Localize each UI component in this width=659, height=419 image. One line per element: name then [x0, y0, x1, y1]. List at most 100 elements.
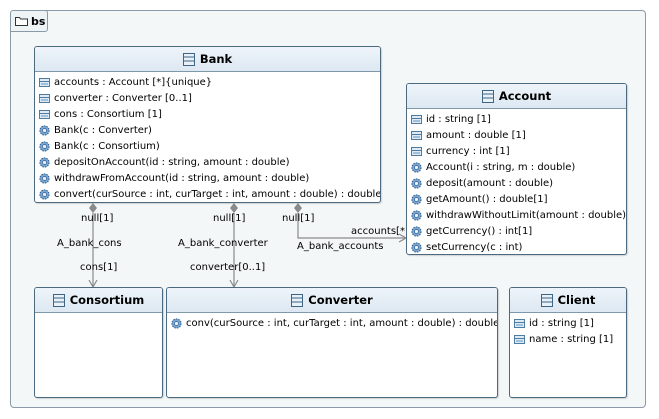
class-account[interactable]: Account id : string [1] amount : double …: [406, 83, 627, 255]
class-client-name: Client: [557, 293, 596, 307]
member-text: Bank(c : Consortium): [54, 140, 160, 152]
member-row[interactable]: Bank(c : Converter): [39, 122, 376, 138]
operation-icon: [39, 156, 50, 168]
member-row[interactable]: deposit(amount : double): [411, 175, 622, 191]
member-text: currency : int [1]: [426, 145, 510, 157]
operation-icon: [411, 177, 422, 189]
member-text: Bank(c : Converter): [54, 124, 152, 136]
member-text: getCurrency() : int[1]: [426, 225, 533, 237]
assoc-bank-accounts-name[interactable]: A_bank_accounts: [297, 241, 384, 252]
property-icon: [411, 146, 422, 157]
member-text: getAmount() : double[1]: [426, 193, 548, 205]
assoc-bank-cons-target-mult: cons[1]: [80, 262, 118, 273]
package-folder-icon: [15, 17, 28, 26]
member-text: id : string [1]: [426, 113, 491, 125]
property-icon: [39, 77, 50, 88]
class-icon: [52, 293, 65, 307]
operation-icon: [39, 188, 50, 200]
class-account-members: id : string [1] amount : double [1] curr…: [407, 109, 626, 254]
class-client-members: id : string [1] name : string [1]: [510, 313, 626, 349]
member-text: withdrawFromAccount(id : string, amount …: [54, 172, 310, 184]
property-icon: [39, 109, 50, 120]
property-icon: [411, 130, 422, 141]
class-consortium-name: Consortium: [69, 293, 145, 307]
class-converter[interactable]: Converter conv(curSource : int, curTarge…: [166, 287, 498, 398]
property-icon: [514, 334, 525, 345]
class-icon: [540, 293, 553, 307]
class-bank-header: Bank: [35, 47, 380, 72]
member-row[interactable]: withdrawFromAccount(id : string, amount …: [39, 170, 376, 186]
operation-icon: [411, 241, 422, 253]
member-text: convert(curSource : int, curTarget : int…: [54, 188, 381, 200]
operation-icon: [39, 172, 50, 184]
composition-diamond-bank-converter: [230, 203, 238, 213]
member-row[interactable]: Account(i : string, m : double): [411, 159, 622, 175]
composition-diamond-bank-cons: [89, 203, 97, 213]
member-text: cons : Consortium [1]: [54, 108, 162, 120]
member-row[interactable]: setCurrency(c : int): [411, 239, 622, 254]
operation-icon: [411, 161, 422, 173]
member-row[interactable]: id : string [1]: [514, 315, 622, 331]
assoc-bank-accounts-target-mult: accounts[*]: [351, 226, 409, 237]
class-consortium[interactable]: Consortium: [34, 287, 163, 398]
member-row[interactable]: withdrawWithoutLimit(amount : double): [411, 207, 626, 223]
property-icon: [39, 93, 50, 104]
member-text: withdrawWithoutLimit(amount : double): [426, 209, 627, 221]
class-converter-members: conv(curSource : int, curTarget : int, a…: [167, 313, 497, 333]
operation-icon: [411, 225, 422, 237]
member-row[interactable]: conv(curSource : int, curTarget : int, a…: [171, 315, 497, 331]
member-text: amount : double [1]: [426, 129, 526, 141]
member-row[interactable]: currency : int [1]: [411, 143, 622, 159]
member-text: accounts : Account [*]{unique}: [54, 76, 213, 88]
member-row[interactable]: amount : double [1]: [411, 127, 622, 143]
operation-icon: [411, 209, 422, 221]
class-client-header: Client: [510, 288, 626, 313]
member-row[interactable]: id : string [1]: [411, 111, 622, 127]
member-row[interactable]: converter : Converter [0..1]: [39, 90, 376, 106]
class-icon: [182, 52, 195, 66]
operation-icon: [39, 124, 50, 136]
member-row[interactable]: getCurrency() : int[1]: [411, 223, 622, 239]
operation-icon: [171, 317, 182, 329]
member-row[interactable]: accounts : Account [*]{unique}: [39, 74, 376, 90]
class-client[interactable]: Client id : string [1] name : string [1]: [509, 287, 627, 398]
class-converter-name: Converter: [308, 293, 373, 307]
assoc-bank-accounts-source-mult: null[1]: [282, 213, 315, 224]
package-tab[interactable]: bs: [10, 10, 48, 32]
member-text: depositOnAccount(id : string, amount : d…: [54, 156, 290, 168]
member-row[interactable]: getAmount() : double[1]: [411, 191, 622, 207]
class-converter-header: Converter: [167, 288, 497, 313]
class-consortium-header: Consortium: [35, 288, 162, 313]
member-text: converter : Converter [0..1]: [54, 92, 192, 104]
assoc-bank-cons-source-mult: null[1]: [81, 213, 114, 224]
member-row[interactable]: depositOnAccount(id : string, amount : d…: [39, 154, 376, 170]
member-text: conv(curSource : int, curTarget : int, a…: [186, 317, 498, 329]
member-text: id : string [1]: [529, 317, 594, 329]
class-icon: [481, 89, 494, 103]
package-name: bs: [31, 14, 46, 28]
class-account-name: Account: [498, 89, 552, 103]
member-text: deposit(amount : double): [426, 177, 554, 189]
composition-diamond-bank-accounts: [294, 203, 302, 213]
class-account-header: Account: [407, 84, 626, 109]
member-text: Account(i : string, m : double): [426, 161, 576, 173]
operation-icon: [411, 193, 422, 205]
class-icon: [291, 293, 304, 307]
assoc-line-bank-accounts: [297, 213, 406, 239]
member-text: setCurrency(c : int): [426, 241, 523, 253]
property-icon: [514, 318, 525, 329]
member-row[interactable]: convert(curSource : int, curTarget : int…: [39, 186, 380, 202]
assoc-bank-converter-source-mult: null[1]: [213, 213, 246, 224]
assoc-bank-converter-name[interactable]: A_bank_converter: [178, 238, 268, 249]
operation-icon: [39, 140, 50, 152]
member-row[interactable]: cons : Consortium [1]: [39, 106, 376, 122]
assoc-bank-converter-target-mult: converter[0..1]: [190, 262, 266, 273]
assoc-bank-cons-name[interactable]: A_bank_cons: [57, 238, 122, 249]
class-bank[interactable]: Bank accounts : Account [*]{unique} conv…: [34, 46, 381, 203]
member-row[interactable]: name : string [1]: [514, 331, 622, 347]
member-text: name : string [1]: [529, 333, 614, 345]
member-row[interactable]: Bank(c : Consortium): [39, 138, 376, 154]
property-icon: [411, 114, 422, 125]
class-bank-name: Bank: [199, 52, 233, 66]
